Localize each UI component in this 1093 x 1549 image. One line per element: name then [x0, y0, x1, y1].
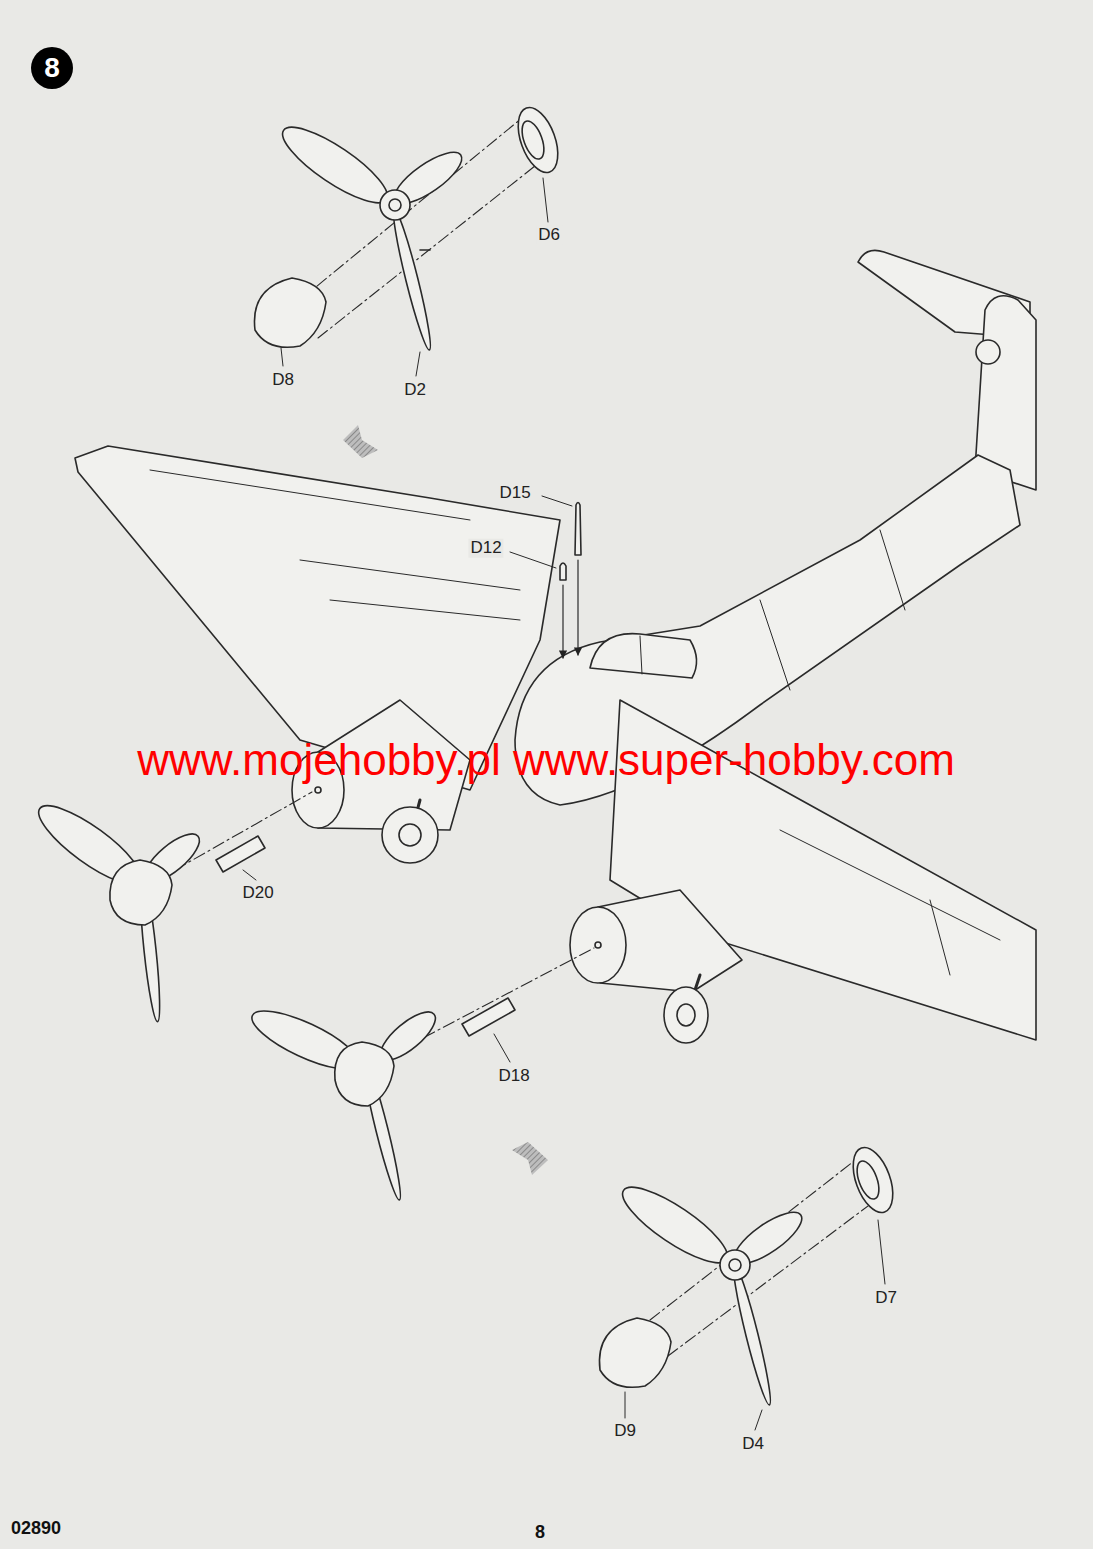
canopy: [590, 634, 697, 678]
part-number: D2: [402, 381, 428, 400]
part-number: D20: [240, 884, 275, 903]
page-number: 8: [535, 1523, 545, 1543]
catalog-number: 02890: [11, 1519, 61, 1539]
part-number: D7: [873, 1289, 899, 1308]
small-part: [560, 563, 566, 580]
part-number: D4: [740, 1435, 766, 1454]
part-number: D12: [468, 539, 503, 558]
part-number: D15: [497, 484, 532, 503]
part-number: D6: [536, 226, 562, 245]
part-number: D9: [612, 1422, 638, 1441]
propeller-exploded-top: [254, 102, 565, 376]
direction-arrow: [512, 1142, 548, 1175]
step-number-badge: 8: [30, 46, 74, 90]
direction-arrow: [343, 425, 378, 458]
watermark: www.mojehobby.pl www.super-hobby.com: [137, 736, 955, 784]
antenna-mast: [575, 503, 581, 556]
step-number: 8: [44, 54, 60, 82]
propeller-shaft: [216, 836, 265, 872]
propeller-shaft: [462, 998, 515, 1036]
badge-circle-fill: [31, 47, 73, 89]
part-number: D8: [270, 371, 296, 390]
part-number: D18: [496, 1067, 531, 1086]
